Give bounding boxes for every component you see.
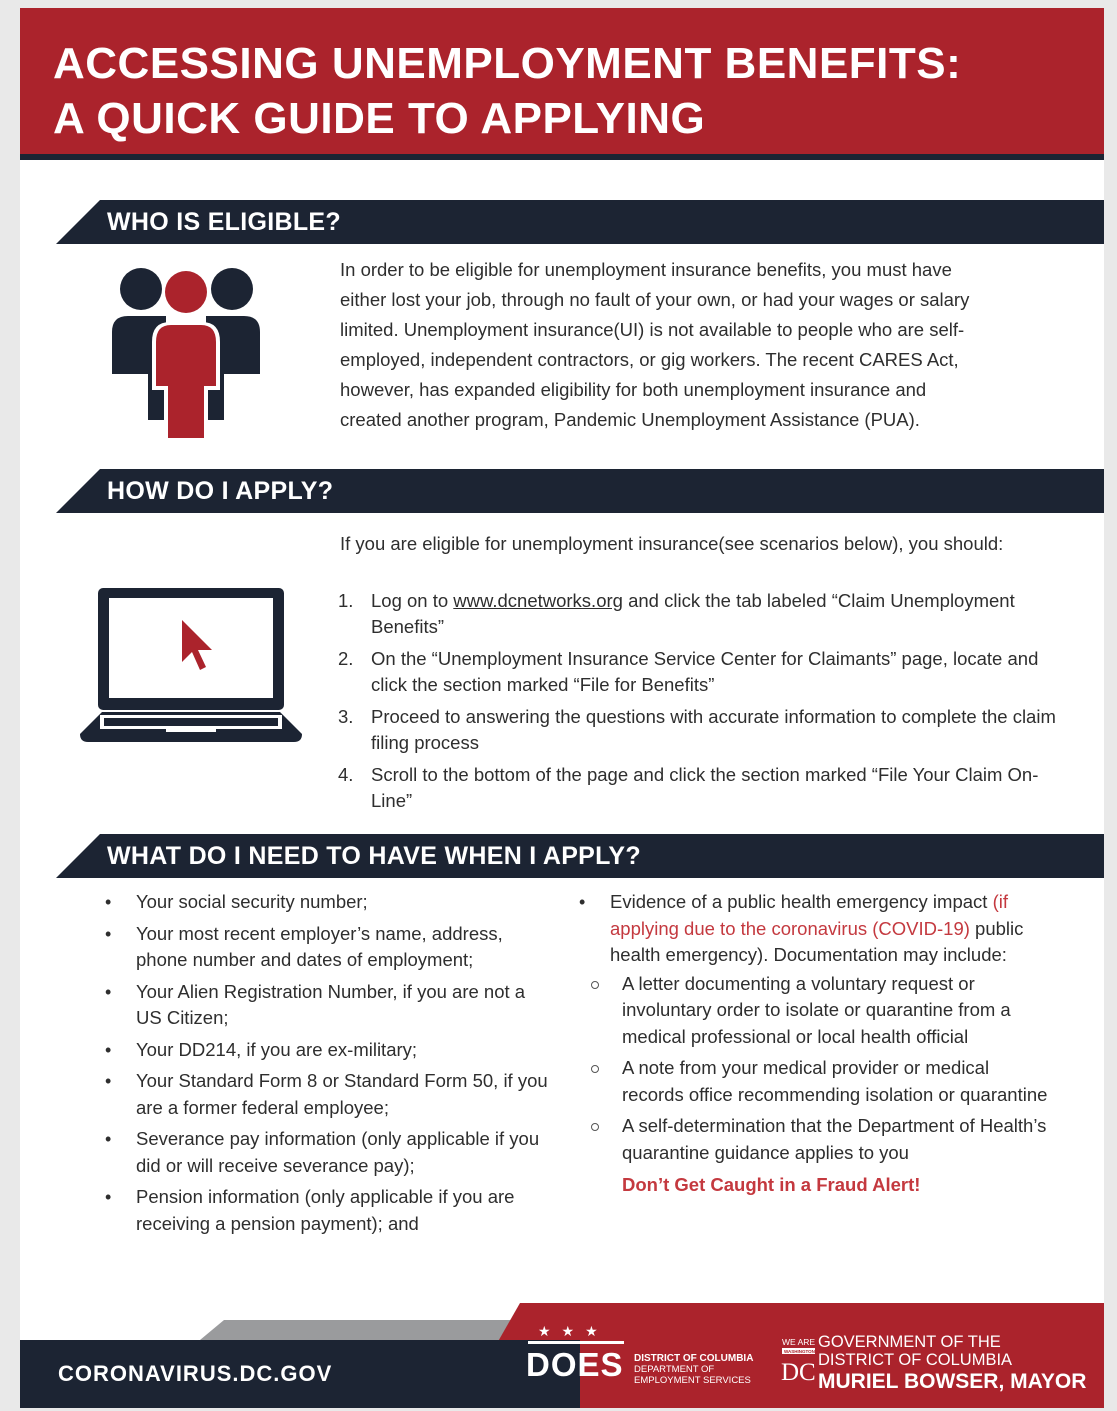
list-item: Pension information (only applicable if … bbox=[90, 1184, 550, 1237]
does-line: DISTRICT OF COLUMBIA bbox=[634, 1353, 754, 1364]
step-text: Proceed to answering the questions with … bbox=[371, 706, 1056, 753]
does-stars-icon: ★★★ bbox=[538, 1323, 609, 1339]
title-line-2: A QUICK GUIDE TO APPLYING bbox=[53, 94, 706, 143]
covid-note: (if applying due to the coronavirus (COV… bbox=[610, 891, 1008, 939]
step-text: Scroll to the bottom of the page and cli… bbox=[371, 764, 1039, 811]
section-heading-eligible: WHO IS ELIGIBLE? bbox=[107, 208, 341, 236]
people-group-icon bbox=[112, 268, 260, 442]
section-heading-needs: WHAT DO I NEED TO HAVE WHEN I APPLY? bbox=[107, 842, 641, 870]
section-bar-needs: WHAT DO I NEED TO HAVE WHEN I APPLY? bbox=[56, 834, 1104, 878]
evidence-text: Evidence of a public health emergency im… bbox=[610, 891, 993, 912]
evidence-text: public health emergency). Documentation … bbox=[610, 917, 1024, 966]
step-text: Log on to bbox=[371, 590, 454, 611]
eligibility-line: limited. Unemployment insurance(UI) is n… bbox=[340, 319, 965, 340]
section-bar-apply: HOW DO I APPLY? bbox=[56, 469, 1104, 513]
does-logo: DOES bbox=[526, 1346, 624, 1383]
svg-text:WE ARE: WE ARE bbox=[782, 1337, 815, 1347]
svg-text:WASHINGTON: WASHINGTON bbox=[784, 1349, 815, 1354]
eligibility-line: In order to be eligible for unemployment… bbox=[340, 259, 952, 280]
list-item: A note from your medical provider or med… bbox=[564, 1055, 1054, 1108]
laptop-cursor-icon bbox=[80, 588, 302, 742]
eligibility-line: either lost your job, through no fault o… bbox=[340, 289, 970, 310]
does-logo-rule bbox=[528, 1341, 624, 1344]
gov-line: DISTRICT OF COLUMBIA bbox=[818, 1351, 1013, 1369]
fraud-alert-text: Don’t Get Caught in a Fraud Alert! bbox=[622, 1174, 921, 1195]
list-item: A letter documenting a voluntary request… bbox=[564, 971, 1054, 1051]
title-line-1: ACCESSING UNEMPLOYMENT BENEFITS: bbox=[53, 39, 962, 88]
step-number: 1. bbox=[338, 590, 354, 611]
apply-steps-list: 1. Log on to www.dcnetworks.org and clic… bbox=[338, 588, 1058, 820]
step-number: 3. bbox=[338, 706, 354, 727]
document-page: ACCESSING UNEMPLOYMENT BENEFITS: A QUICK… bbox=[20, 8, 1104, 1408]
list-item: 4. Scroll to the bottom of the page and … bbox=[338, 762, 1058, 814]
title-banner: ACCESSING UNEMPLOYMENT BENEFITS: A QUICK… bbox=[20, 8, 1104, 160]
needs-list-left: Your social security number; Your most r… bbox=[90, 889, 550, 1242]
list-item: Your most recent employer’s name, addres… bbox=[90, 921, 550, 974]
list-item: Your Standard Form 8 or Standard Form 50… bbox=[90, 1068, 550, 1121]
section-bar-eligible: WHO IS ELIGIBLE? bbox=[56, 200, 1104, 244]
list-item: Your social security number; bbox=[90, 889, 550, 916]
step-number: 2. bbox=[338, 648, 354, 669]
list-item: Your Alien Registration Number, if you a… bbox=[90, 979, 550, 1032]
eligibility-line: created another program, Pandemic Unempl… bbox=[340, 409, 920, 430]
dcnetworks-link[interactable]: www.dcnetworks.org bbox=[453, 590, 623, 611]
footer-accent-stripe bbox=[200, 1320, 530, 1340]
list-item: 3. Proceed to answering the questions wi… bbox=[338, 704, 1058, 756]
list-item: A self-determination that the Department… bbox=[564, 1113, 1054, 1166]
list-item: 2. On the “Unemployment Insurance Servic… bbox=[338, 646, 1058, 698]
mayor-name: MURIEL BOWSER, MAYOR bbox=[818, 1370, 1087, 1393]
list-item: Severance pay information (only applicab… bbox=[90, 1126, 550, 1179]
svg-text:DC: DC bbox=[781, 1359, 816, 1386]
government-name: GOVERNMENT OF THE DISTRICT OF COLUMBIA M… bbox=[818, 1333, 1086, 1395]
apply-intro: If you are eligible for unemployment ins… bbox=[340, 533, 1004, 554]
eligibility-paragraph: In order to be eligible for unemployment… bbox=[340, 255, 1080, 435]
list-item: Your DD214, if you are ex-military; bbox=[90, 1037, 550, 1064]
documentation-sublist: A letter documenting a voluntary request… bbox=[564, 971, 1054, 1167]
gov-line: GOVERNMENT OF THE bbox=[818, 1333, 1001, 1351]
footer-website: CORONAVIRUS.DC.GOV bbox=[58, 1361, 333, 1386]
eligibility-line: employed, independent contractors, or gi… bbox=[340, 349, 959, 370]
does-line: EMPLOYMENT SERVICES bbox=[634, 1375, 751, 1386]
list-item: Evidence of a public health emergency im… bbox=[564, 889, 1054, 1199]
needs-list-right: Evidence of a public health emergency im… bbox=[564, 889, 1054, 1204]
footer-navy-band bbox=[20, 1340, 580, 1408]
step-number: 4. bbox=[338, 764, 354, 785]
step-text: and click the tab labeled “Claim Unemplo… bbox=[371, 590, 1015, 637]
eligibility-line: however, has expanded eligibility for bo… bbox=[340, 379, 927, 400]
does-agency-name: DISTRICT OF COLUMBIA DEPARTMENT OF EMPLO… bbox=[634, 1353, 753, 1386]
does-line: DEPARTMENT OF bbox=[634, 1364, 715, 1375]
page-title: ACCESSING UNEMPLOYMENT BENEFITS: A QUICK… bbox=[53, 36, 961, 146]
step-text: On the “Unemployment Insurance Service C… bbox=[371, 648, 1039, 695]
list-item: 1. Log on to www.dcnetworks.org and clic… bbox=[338, 588, 1058, 640]
dc-seal-icon: WE ARE WASHINGTON DC bbox=[781, 1337, 816, 1386]
section-heading-apply: HOW DO I APPLY? bbox=[107, 477, 334, 505]
